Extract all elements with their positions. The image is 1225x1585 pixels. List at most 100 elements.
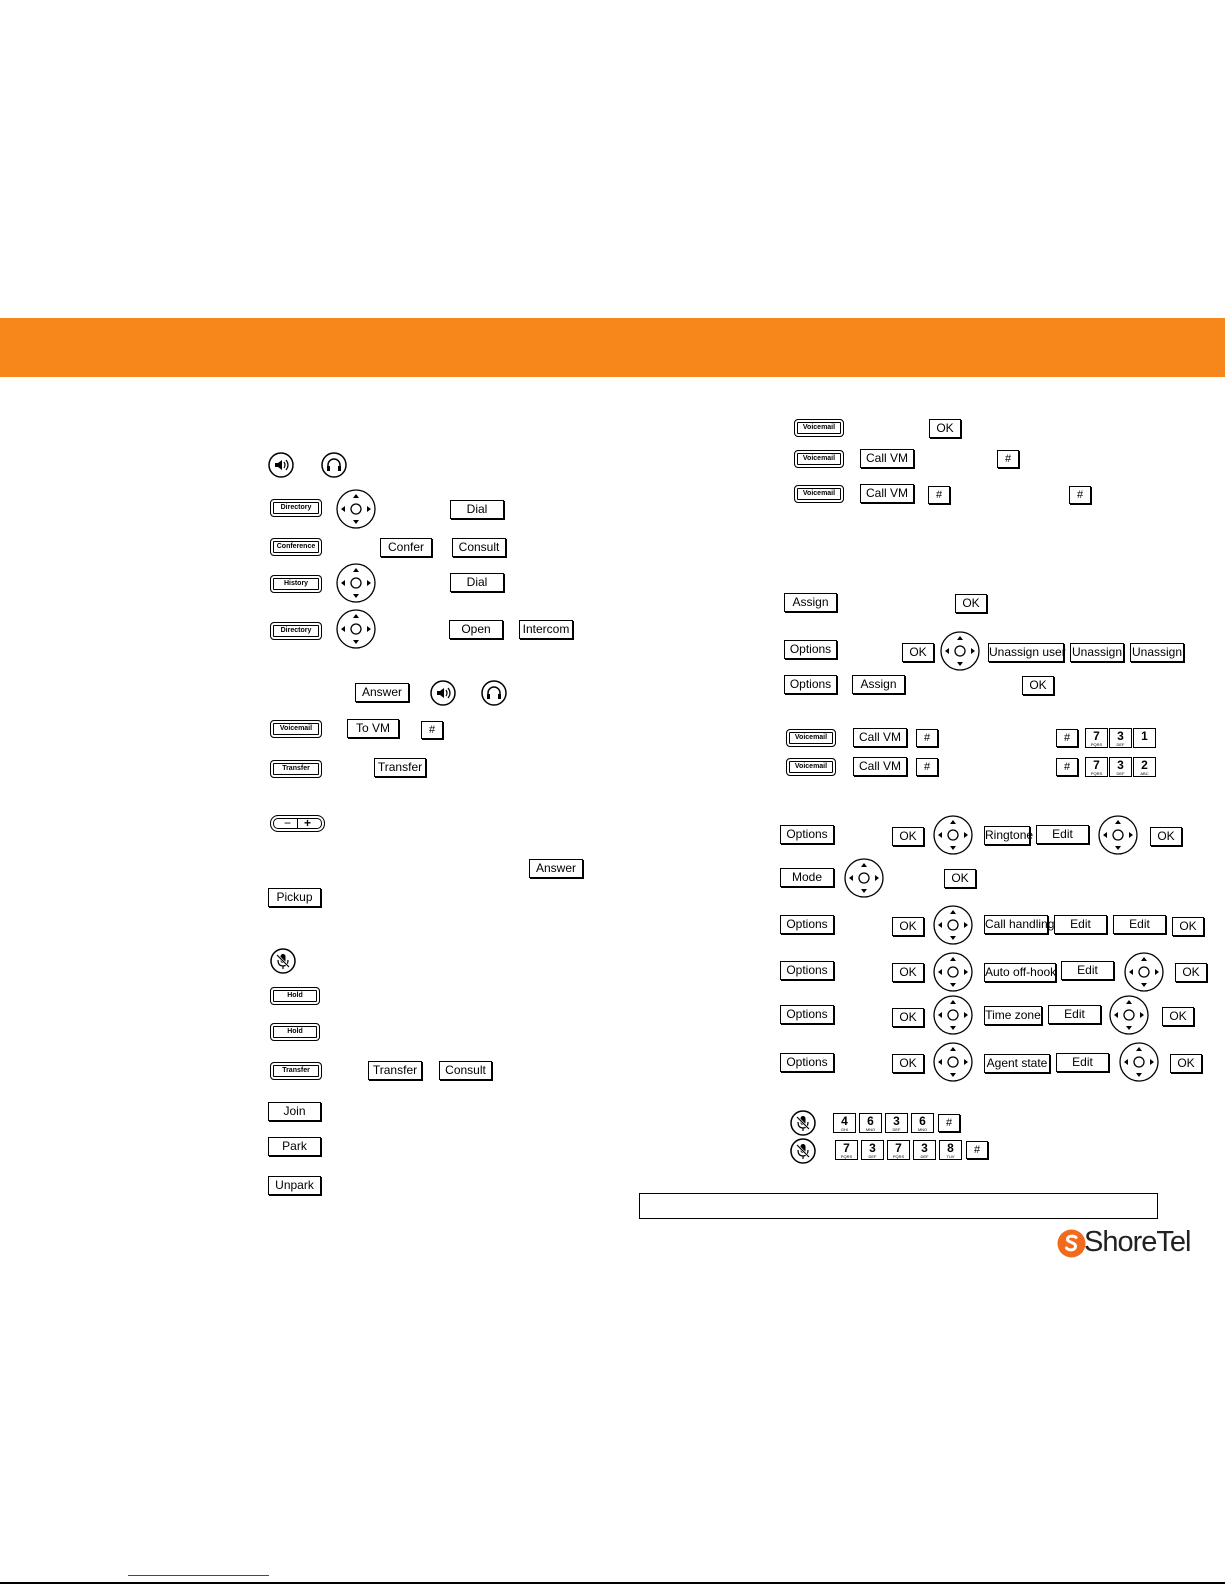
assign-softkey[interactable]: Assign: [784, 593, 837, 612]
ok-softkey[interactable]: OK: [929, 419, 961, 438]
voicemail-key[interactable]: Voicemail: [794, 485, 844, 503]
intercom-softkey[interactable]: Intercom: [519, 620, 573, 639]
navigation-pad-icon[interactable]: [933, 905, 973, 945]
directory-key[interactable]: Directory: [270, 622, 322, 640]
edit-softkey[interactable]: Edit: [1061, 961, 1114, 980]
edit-softkey[interactable]: Edit: [1036, 825, 1089, 844]
voicemail-key[interactable]: Voicemail: [794, 450, 844, 468]
open-softkey[interactable]: Open: [449, 620, 503, 639]
voicemail-key[interactable]: Voicemail: [270, 720, 322, 738]
hash-key[interactable]: #: [966, 1141, 988, 1159]
mode-softkey[interactable]: Mode: [780, 868, 834, 887]
options-softkey[interactable]: Options: [780, 961, 834, 980]
voicemail-key[interactable]: Voicemail: [794, 419, 844, 437]
navigation-pad-icon[interactable]: [940, 631, 980, 671]
navigation-pad-icon[interactable]: [933, 995, 973, 1035]
hash-key[interactable]: #: [938, 1114, 960, 1132]
options-softkey[interactable]: Options: [780, 915, 834, 934]
hold-key[interactable]: Hold: [270, 987, 320, 1005]
options-softkey[interactable]: Options: [780, 825, 834, 844]
consult-softkey[interactable]: Consult: [452, 538, 506, 557]
park-softkey[interactable]: Park: [268, 1137, 321, 1156]
ok-softkey[interactable]: OK: [892, 1054, 924, 1073]
voicemail-key[interactable]: Voicemail: [786, 729, 836, 747]
join-softkey[interactable]: Join: [268, 1102, 321, 1121]
transfer-softkey[interactable]: Transfer: [374, 758, 426, 777]
transfer-softkey[interactable]: Transfer: [368, 1061, 422, 1080]
options-softkey[interactable]: Options: [784, 675, 837, 694]
ok-softkey[interactable]: OK: [892, 1008, 924, 1027]
ok-softkey[interactable]: OK: [1162, 1007, 1194, 1026]
confer-softkey[interactable]: Confer: [380, 538, 432, 557]
navigation-pad-icon[interactable]: [844, 858, 884, 898]
to-vm-softkey[interactable]: To VM: [347, 719, 399, 738]
navigation-pad-icon[interactable]: [336, 563, 376, 603]
consult-softkey[interactable]: Consult: [439, 1061, 492, 1080]
ok-softkey[interactable]: OK: [1022, 676, 1054, 695]
hold-key[interactable]: Hold: [270, 1023, 320, 1041]
hash-key[interactable]: #: [916, 729, 938, 747]
ok-softkey[interactable]: OK: [1170, 1054, 1202, 1073]
navigation-pad-icon[interactable]: [336, 609, 376, 649]
dial-softkey[interactable]: Dial: [450, 500, 504, 519]
hash-key[interactable]: #: [421, 721, 443, 739]
navigation-pad-icon[interactable]: [933, 815, 973, 855]
mute-icon[interactable]: [790, 1110, 816, 1136]
navigation-pad-icon[interactable]: [1124, 952, 1164, 992]
edit-softkey[interactable]: Edit: [1048, 1005, 1101, 1024]
dial-softkey[interactable]: Dial: [450, 573, 504, 592]
ok-softkey[interactable]: OK: [892, 963, 924, 982]
unpark-softkey[interactable]: Unpark: [268, 1176, 321, 1195]
call-vm-softkey[interactable]: Call VM: [853, 728, 907, 747]
ok-softkey[interactable]: OK: [892, 917, 924, 936]
answer-softkey[interactable]: Answer: [529, 859, 583, 878]
ok-softkey[interactable]: OK: [1175, 963, 1207, 982]
options-softkey[interactable]: Options: [780, 1053, 834, 1072]
unassign-user-softkey[interactable]: Unassign user: [988, 643, 1066, 662]
pickup-softkey[interactable]: Pickup: [268, 888, 321, 907]
mute-icon[interactable]: [270, 948, 296, 974]
ok-softkey[interactable]: OK: [902, 643, 934, 662]
mute-icon[interactable]: [790, 1138, 816, 1164]
edit-softkey[interactable]: Edit: [1054, 915, 1107, 934]
ok-softkey[interactable]: OK: [1150, 827, 1182, 846]
unassign-softkey[interactable]: Unassign: [1070, 643, 1124, 662]
navigation-pad-icon[interactable]: [1109, 995, 1149, 1035]
volume-up-icon[interactable]: +: [304, 816, 312, 830]
call-vm-softkey[interactable]: Call VM: [860, 484, 914, 503]
history-key[interactable]: History: [270, 575, 322, 593]
volume-key[interactable]: − +: [270, 815, 325, 832]
volume-down-icon[interactable]: −: [284, 816, 292, 830]
call-vm-softkey[interactable]: Call VM: [853, 757, 907, 776]
edit-softkey[interactable]: Edit: [1113, 915, 1166, 934]
assign-softkey[interactable]: Assign: [852, 675, 905, 694]
navigation-pad-icon[interactable]: [336, 489, 376, 529]
ok-softkey[interactable]: OK: [1172, 917, 1204, 936]
hash-key[interactable]: #: [928, 486, 950, 504]
unassign-softkey[interactable]: Unassign: [1130, 643, 1184, 662]
conference-key[interactable]: Conference: [270, 538, 322, 556]
directory-key[interactable]: Directory: [270, 499, 322, 517]
ok-softkey[interactable]: OK: [892, 827, 924, 846]
navigation-pad-icon[interactable]: [1098, 815, 1138, 855]
call-vm-softkey[interactable]: Call VM: [860, 449, 914, 468]
keypad-1[interactable]: 1: [1133, 728, 1156, 748]
transfer-key[interactable]: Transfer: [270, 1062, 322, 1080]
navigation-pad-icon[interactable]: [933, 952, 973, 992]
navigation-pad-icon[interactable]: [1119, 1042, 1159, 1082]
hash-key[interactable]: #: [1056, 758, 1078, 776]
hash-key[interactable]: #: [997, 450, 1019, 468]
transfer-key[interactable]: Transfer: [270, 760, 322, 778]
answer-softkey[interactable]: Answer: [355, 683, 409, 702]
ok-softkey[interactable]: OK: [944, 869, 976, 888]
